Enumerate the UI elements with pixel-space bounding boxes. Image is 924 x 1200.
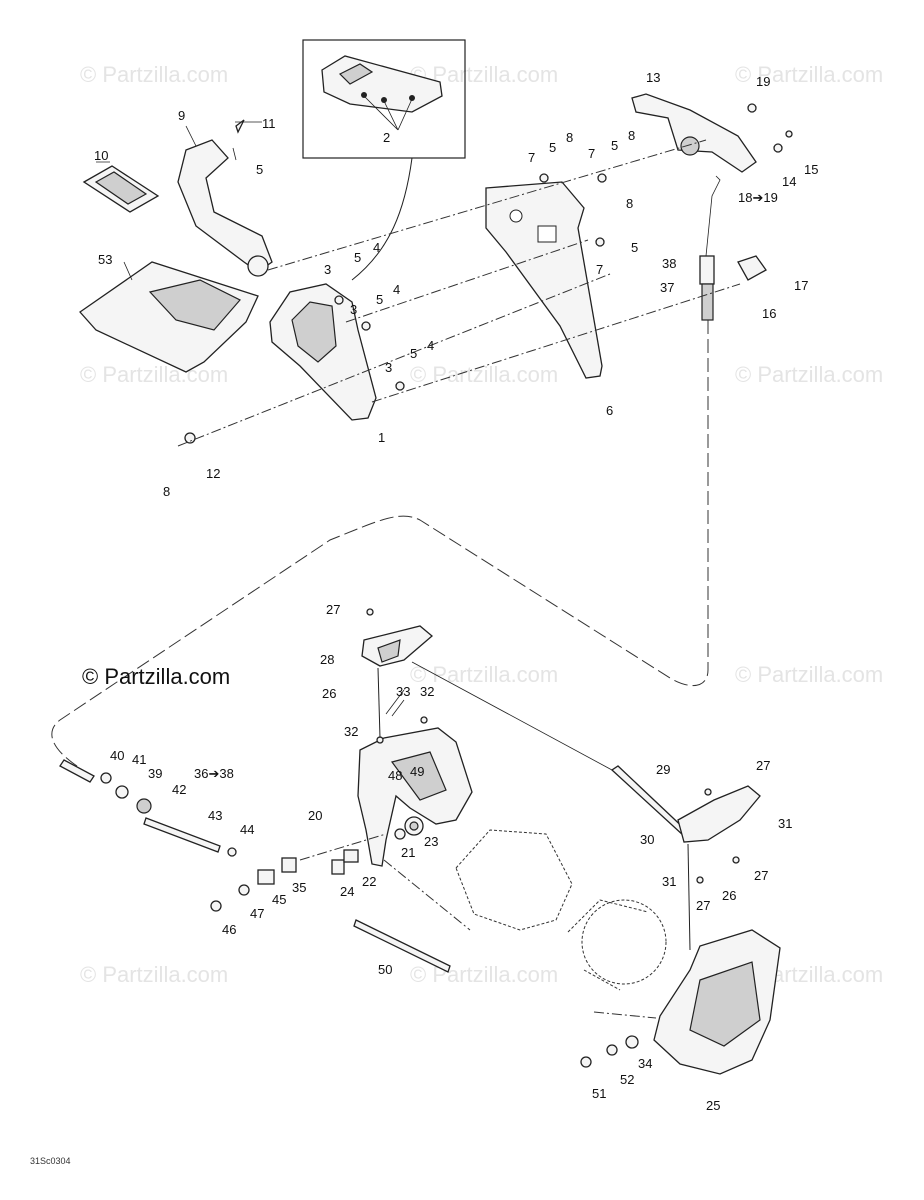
throttle-cable-path bbox=[51, 320, 709, 769]
part-label-7: 7 bbox=[596, 262, 603, 277]
part-label-14: 14 bbox=[782, 174, 796, 189]
part-label-3: 3 bbox=[324, 262, 331, 277]
part-label-2: 2 bbox=[383, 130, 390, 145]
part-label-53: 53 bbox=[98, 252, 112, 267]
watermark: © Partzilla.com bbox=[735, 362, 883, 387]
partzilla-brand: © Partzilla.com bbox=[82, 664, 231, 689]
inset-detail-box bbox=[302, 39, 466, 281]
watermark: © Partzilla.com bbox=[410, 962, 558, 987]
part-label-39: 39 bbox=[148, 766, 162, 781]
part-label-52: 52 bbox=[620, 1072, 634, 1087]
watermark: © Partzilla.com bbox=[80, 362, 228, 387]
part-label-29: 29 bbox=[656, 762, 670, 777]
part-label-31: 31 bbox=[778, 816, 792, 831]
drawing-code: 31Sc0304 bbox=[30, 1156, 71, 1166]
part-label-5: 5 bbox=[256, 162, 263, 177]
part-label-43: 43 bbox=[208, 808, 222, 823]
part-label-20: 20 bbox=[308, 808, 322, 823]
part-label-45: 45 bbox=[272, 892, 286, 907]
part-label-8: 8 bbox=[566, 130, 573, 145]
part-label-44: 44 bbox=[240, 822, 254, 837]
lower-assembly bbox=[59, 608, 781, 1075]
part-label-27: 27 bbox=[326, 602, 340, 617]
part-label-7: 7 bbox=[528, 150, 535, 165]
part-label-26: 26 bbox=[722, 888, 736, 903]
watermark: © Partzilla.com bbox=[80, 962, 228, 987]
part-label-13: 13 bbox=[646, 70, 660, 85]
part-label-27: 27 bbox=[754, 868, 768, 883]
part-label-6: 6 bbox=[606, 403, 613, 418]
top-assembly bbox=[79, 93, 793, 444]
part-label-4: 4 bbox=[373, 240, 380, 255]
part-label-18: 18➔19 bbox=[738, 190, 778, 205]
part-label-7: 7 bbox=[588, 146, 595, 161]
part-labels: 1 2 3 3 3 4 4 4 5 5 5 5 5 5 5 6 7 7 7 8 … bbox=[94, 70, 818, 1113]
part-label-40: 40 bbox=[110, 748, 124, 763]
part-label-1: 1 bbox=[378, 430, 385, 445]
part-label-25: 25 bbox=[706, 1098, 720, 1113]
part-label-32: 32 bbox=[420, 684, 434, 699]
lower-guide-lines bbox=[299, 661, 691, 1019]
watermark: © Partzilla.com bbox=[80, 62, 228, 87]
part-label-8: 8 bbox=[626, 196, 633, 211]
part-label-10: 10 bbox=[94, 148, 108, 163]
part-label-42: 42 bbox=[172, 782, 186, 797]
top-guide-lines bbox=[96, 121, 741, 447]
part-label-49: 49 bbox=[410, 764, 424, 779]
part-label-33: 33 bbox=[396, 684, 410, 699]
part-label-27: 27 bbox=[696, 898, 710, 913]
part-label-50: 50 bbox=[378, 962, 392, 977]
part-label-8: 8 bbox=[163, 484, 170, 499]
part-label-34: 34 bbox=[638, 1056, 652, 1071]
part-label-4: 4 bbox=[427, 338, 434, 353]
part-label-15: 15 bbox=[804, 162, 818, 177]
part-label-5: 5 bbox=[631, 240, 638, 255]
part-label-17: 17 bbox=[794, 278, 808, 293]
part-label-5: 5 bbox=[611, 138, 618, 153]
part-label-28: 28 bbox=[320, 652, 334, 667]
part-label-38: 38 bbox=[662, 256, 676, 271]
part-label-11: 11 bbox=[262, 116, 276, 131]
part-label-21: 21 bbox=[401, 845, 415, 860]
watermark: © Partzilla.com bbox=[735, 662, 883, 687]
part-label-31: 31 bbox=[662, 874, 676, 889]
watermark: © Partzilla.com bbox=[735, 62, 883, 87]
part-label-35: 35 bbox=[292, 880, 306, 895]
part-label-27: 27 bbox=[756, 758, 770, 773]
part-label-16: 16 bbox=[762, 306, 776, 321]
part-label-26: 26 bbox=[322, 686, 336, 701]
part-label-41: 41 bbox=[132, 752, 146, 767]
part-label-9: 9 bbox=[178, 108, 185, 123]
part-label-30: 30 bbox=[640, 832, 654, 847]
part-label-48: 48 bbox=[388, 768, 402, 783]
part-label-8: 8 bbox=[628, 128, 635, 143]
part-label-3: 3 bbox=[385, 360, 392, 375]
watermark-layer: © Partzilla.com © Partzilla.com © Partzi… bbox=[80, 62, 883, 987]
part-label-32: 32 bbox=[344, 724, 358, 739]
part-label-5: 5 bbox=[549, 140, 556, 155]
part-label-37: 37 bbox=[660, 280, 674, 295]
part-label-36: 36➔38 bbox=[194, 766, 234, 781]
part-label-4: 4 bbox=[393, 282, 400, 297]
part-label-46: 46 bbox=[222, 922, 236, 937]
part-label-5: 5 bbox=[410, 346, 417, 361]
part-label-19: 19 bbox=[756, 74, 770, 89]
part-label-3: 3 bbox=[350, 302, 357, 317]
part-label-22: 22 bbox=[362, 874, 376, 889]
part-label-23: 23 bbox=[424, 834, 438, 849]
part-label-5: 5 bbox=[376, 292, 383, 307]
part-label-24: 24 bbox=[340, 884, 354, 899]
part-label-51: 51 bbox=[592, 1086, 606, 1101]
part-label-47: 47 bbox=[250, 906, 264, 921]
part-label-12: 12 bbox=[206, 466, 220, 481]
part-label-5: 5 bbox=[354, 250, 361, 265]
